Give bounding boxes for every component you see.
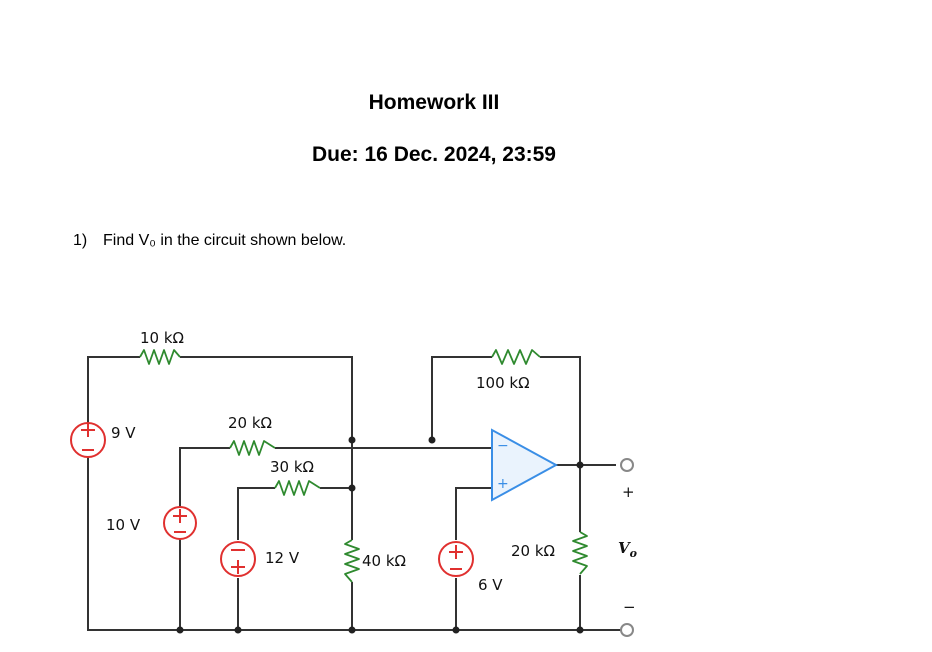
question-1: 1) Find V₀ in the circuit shown below. — [73, 232, 346, 250]
wires — [87, 356, 630, 631]
source-10v — [163, 506, 197, 540]
op-amp: − + — [491, 428, 559, 502]
homework-title: Homework III — [368, 91, 500, 114]
vo-letter: V — [618, 539, 631, 557]
resistor-20k-top — [229, 440, 276, 456]
source-12v — [220, 541, 256, 577]
resistor-100k — [491, 349, 541, 365]
junction-nodes — [176, 436, 584, 634]
source-9v — [70, 422, 106, 458]
label-9v: 9 V — [111, 424, 136, 442]
question-text: Find V₀ in the circuit shown below. — [103, 232, 347, 249]
label-40k: 40 kΩ — [362, 552, 406, 570]
opamp-plus-sign: + — [497, 476, 509, 492]
vo-subscript: o — [630, 547, 637, 560]
label-6v: 6 V — [478, 576, 503, 594]
label-20k-out: 20 kΩ — [511, 542, 555, 560]
label-12v: 12 V — [265, 549, 300, 567]
label-20k-top: 20 kΩ — [228, 414, 272, 432]
label-30k: 30 kΩ — [270, 458, 314, 476]
resistor-40k — [344, 539, 360, 583]
label-vo-minus: − — [623, 598, 636, 616]
resistor-30k — [274, 480, 321, 496]
label-10k: 10 kΩ — [140, 329, 184, 347]
due-date: Due: 16 Dec. 2024, 23:59 — [312, 143, 556, 166]
label-vo: Vo — [618, 539, 637, 560]
label-10v: 10 V — [106, 516, 141, 534]
question-number: 1) — [73, 232, 88, 249]
resistor-20k-out — [572, 531, 588, 575]
label-vo-plus: + — [622, 483, 635, 501]
resistor-10k — [139, 349, 181, 365]
source-6v — [438, 541, 474, 577]
output-terminal-top — [620, 458, 634, 472]
opamp-minus-sign: − — [497, 438, 509, 454]
output-terminal-bottom — [620, 623, 634, 637]
label-100k: 100 kΩ — [476, 374, 530, 392]
